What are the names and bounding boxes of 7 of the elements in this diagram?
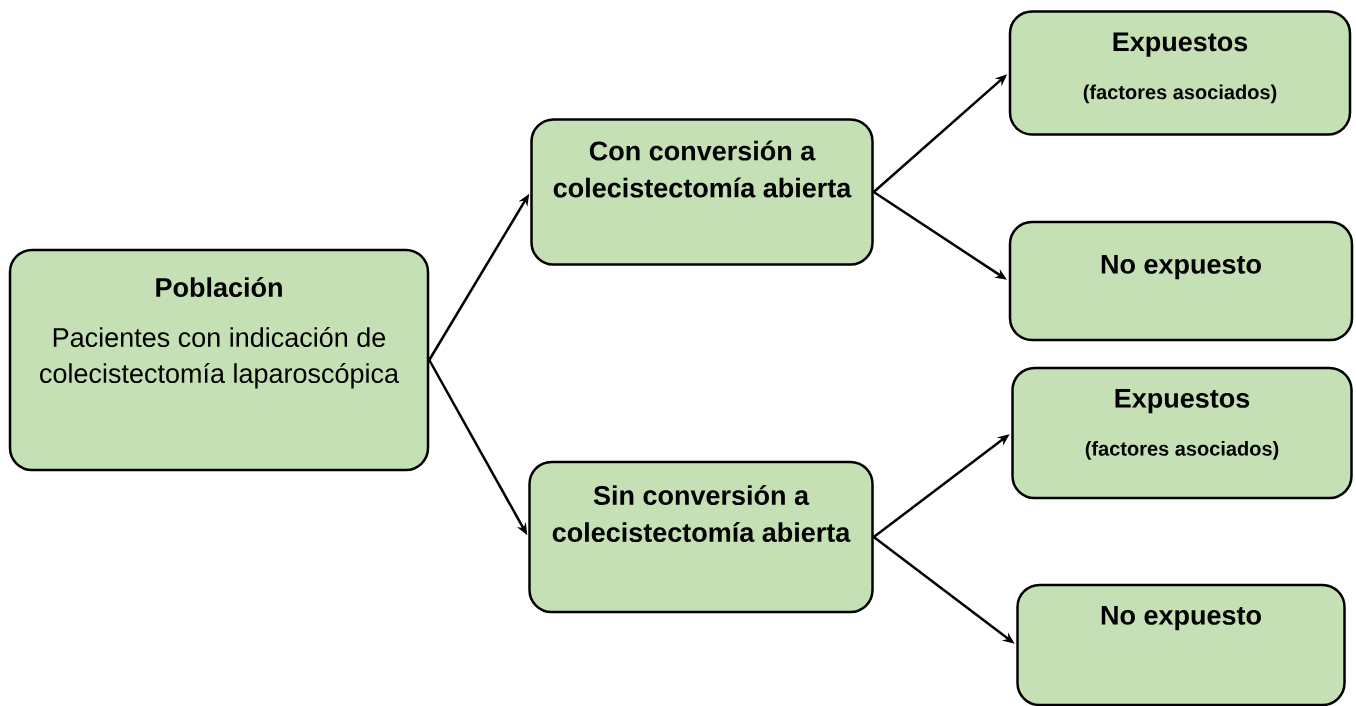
process-box: Sin conversión a colecistectomía abierta: [528, 460, 874, 614]
process-box: Con conversión a colecistectomía abierta: [530, 118, 874, 266]
process-box: Expuestos (factores asociados): [1008, 10, 1352, 136]
process-box: No expuesto: [1008, 220, 1354, 342]
process-box: Población Pacientes con indicación de colecistectomía laparoscópica: [8, 248, 430, 472]
process-box: No expuesto: [1016, 583, 1346, 706]
process-box: Expuestos (factores asociados): [1011, 366, 1353, 500]
